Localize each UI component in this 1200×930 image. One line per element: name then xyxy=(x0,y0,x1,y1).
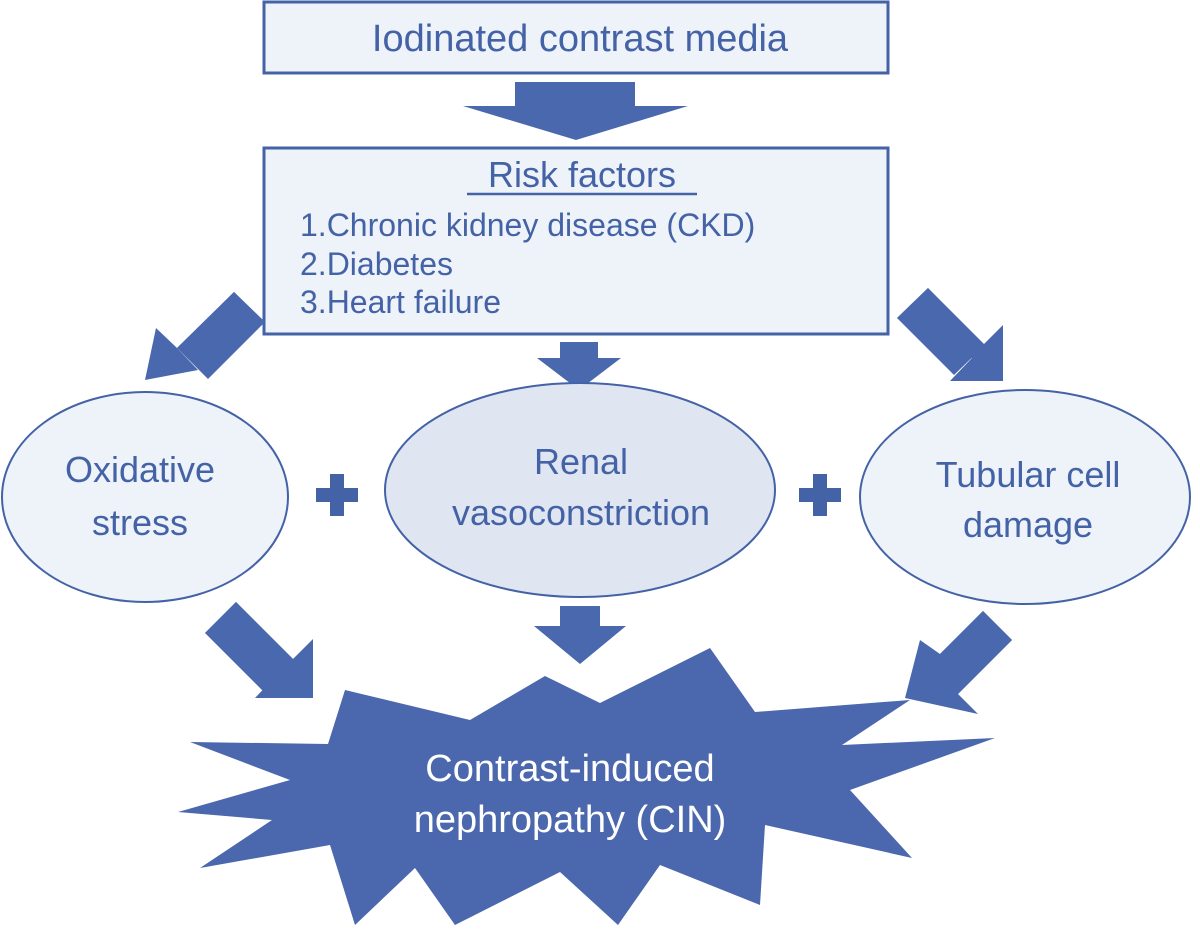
cin-label-line1: Contrast-induced xyxy=(425,748,714,790)
arrow-renal-to-cin xyxy=(534,606,626,664)
oxidative-stress-label-line1: Oxidative xyxy=(65,449,215,490)
risk-factors-box xyxy=(262,146,890,336)
oxidative-stress-ellipse xyxy=(1,391,289,603)
risk-factor-item: 3.Heart failure xyxy=(300,284,501,320)
risk-factor-item: 1.Chronic kidney disease (CKD) xyxy=(300,207,755,243)
plus-icon xyxy=(316,474,358,516)
arrow-oxidative-to-cin-shaft xyxy=(205,602,294,691)
cin-burst-shape xyxy=(178,648,995,925)
risk-factors-heading: Risk factors xyxy=(488,154,676,195)
risk-factor-item: 2.Diabetes xyxy=(300,246,453,282)
arrow-risk-to-oxidative-shaft xyxy=(177,292,265,379)
arrow-media-to-risk xyxy=(463,82,688,140)
cin-label-line2: nephropathy (CIN) xyxy=(414,799,727,841)
contrast-media-label: Iodinated contrast media xyxy=(372,18,789,60)
plus-icon xyxy=(799,474,841,516)
tubular-cell-damage-label-line2: damage xyxy=(963,504,1093,545)
tubular-cell-damage-ellipse xyxy=(859,389,1191,605)
oxidative-stress-label-line2: stress xyxy=(92,502,188,543)
arrow-risk-to-tubular-shaft xyxy=(897,288,985,375)
tubular-cell-damage-label-line1: Tubular cell xyxy=(936,454,1121,495)
arrow-tubular-to-cin-shaft xyxy=(926,611,1012,697)
renal-vasoconstriction-label-line1: Renal xyxy=(534,441,628,482)
contrast-media-box xyxy=(262,0,890,75)
renal-vasoconstriction-label-line2: vasoconstriction xyxy=(452,492,710,533)
renal-vasoconstriction-ellipse xyxy=(384,382,776,598)
arrow-risk-to-renal xyxy=(537,342,621,390)
